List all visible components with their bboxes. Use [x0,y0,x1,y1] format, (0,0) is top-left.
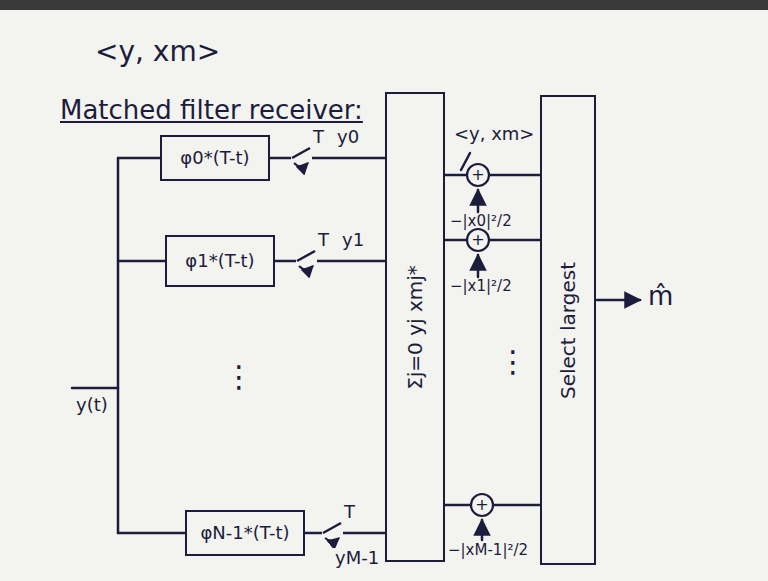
sample-time: T [344,502,355,523]
output-arrow [597,299,640,302]
signal-wire [445,174,466,177]
inner-product: <y, xm> [95,36,220,68]
signal-wire [270,157,385,160]
signal-wire [494,504,540,507]
selector-box: Select largest [540,95,596,565]
adder-circle: + [470,493,494,517]
signal-wire [445,239,466,242]
input-bus [117,158,120,533]
wire-label: yM-1 [333,548,381,569]
paper-edge [0,0,768,10]
signal-wire [490,174,540,177]
signal-wire [445,504,470,507]
box-label: Select largest [557,261,580,398]
continuation-dots: ⋮ [224,360,254,395]
wire-label: y1 [340,230,366,251]
sampler-switch [291,148,312,167]
diagram-heading: Matched filter receiver: [60,96,363,126]
box-label: φ0*(T-t) [180,148,249,169]
adder-sign: + [475,496,488,514]
decision-output: m̂ [648,282,673,312]
continuation-dots: ⋮ [498,345,528,380]
adder-sign: + [471,166,484,184]
matched-filter-box: φ0*(T-t) [160,135,270,181]
bus-tap [118,157,160,160]
signal-name: y(t) [76,395,108,416]
wire-label: <y, xm> [452,124,536,145]
matched-filter-box: φ1*(T-t) [165,235,275,287]
bias-arrow [481,520,484,540]
matched-filter-box: φN-1*(T-t) [185,510,305,556]
bias-arrow [477,190,480,212]
adder-circle: + [466,228,490,252]
bias-arrow [477,255,480,277]
sample-time: T [313,127,324,148]
correlator-box: Σj=0 yj xmj* [385,92,445,562]
sampler-switch [296,251,317,270]
sample-time: T [318,230,329,251]
adder-sign: + [471,231,484,249]
sampler-switch [322,523,343,541]
signal-wire [275,260,385,263]
bias-term: −|x0|²/2 [450,213,512,230]
box-label: φ1*(T-t) [185,251,254,272]
bias-term: −|xM-1|²/2 [448,542,528,559]
signal-wire [490,239,540,242]
box-label: φN-1*(T-t) [200,523,289,544]
adder-circle: + [466,163,490,187]
box-label: Σj=0 yj xmj* [404,265,427,390]
bias-term: −|x1|²/2 [450,278,512,295]
wire-label: y0 [335,127,361,148]
input-wire [72,387,118,390]
bus-tap [118,532,185,535]
bus-tap [118,260,165,263]
signal-wire [305,532,385,535]
